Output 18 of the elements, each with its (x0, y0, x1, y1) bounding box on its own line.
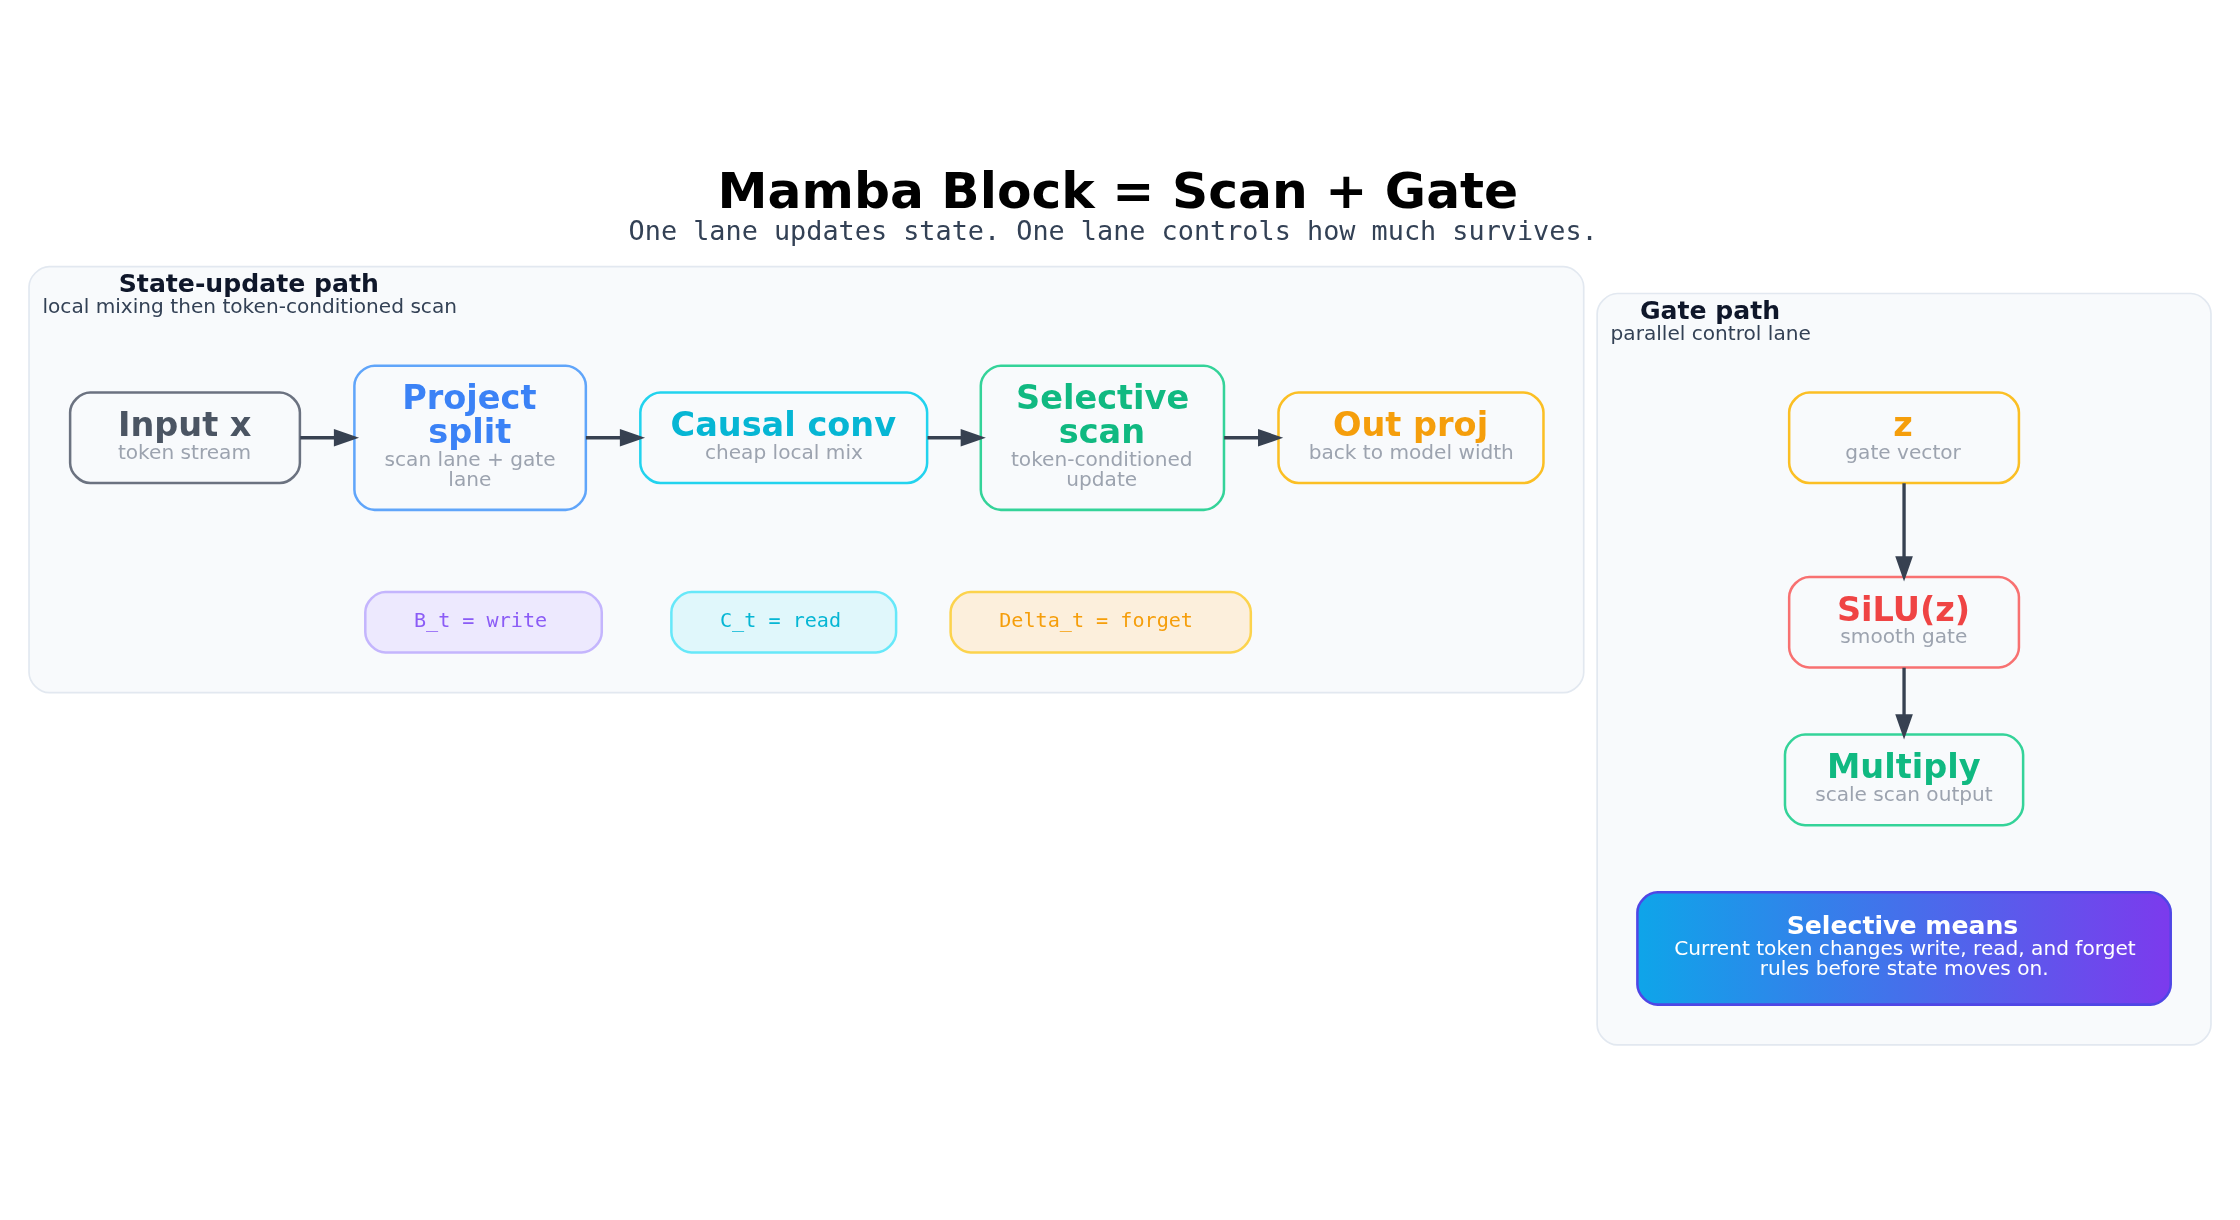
node-box: Project split scan lane + gate lane (353, 363, 588, 511)
node-box: SiLU(z) smooth gate (1787, 575, 2021, 669)
arrow (300, 428, 360, 447)
arrow (1895, 667, 1913, 739)
node-box: z gate vector (1787, 390, 2021, 484)
node-box: Causal conv cheap local mix (639, 390, 929, 484)
node-box: Selective scan token-conditioned update (979, 363, 1226, 511)
arrow (1224, 428, 1284, 447)
node-box: B_t = write (364, 590, 604, 654)
arrow (585, 428, 646, 447)
arrow (927, 428, 986, 447)
node-box: C_t = read (670, 590, 898, 654)
arrow (1895, 482, 1913, 582)
node-box: Out proj back to model width (1277, 390, 1545, 484)
node-box: Multiply scale scan output (1783, 732, 2025, 826)
node-box: Input x token stream (68, 390, 302, 484)
node-box: Selective means Current token changes write, read, and forget rules before state moves on. (1636, 890, 2172, 1006)
node-box: Delta_t = forget (949, 590, 1253, 654)
